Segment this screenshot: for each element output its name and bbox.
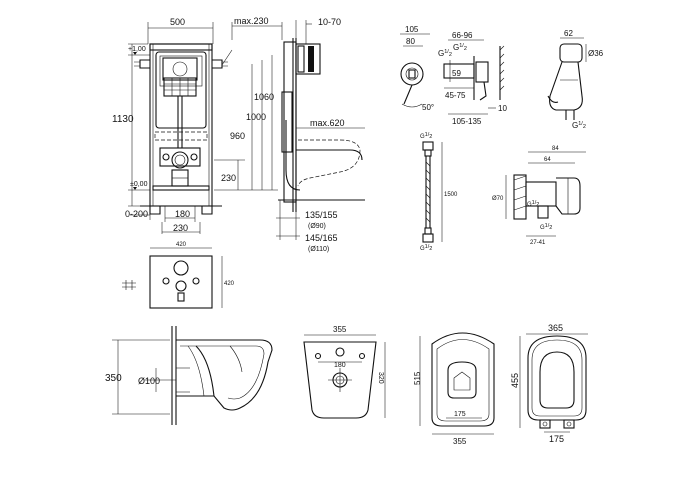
pipe-145-165-label: 145/165 bbox=[305, 233, 338, 243]
bowl-top-length-label: 515 bbox=[413, 371, 422, 385]
depth-10-70-label: 10-70 bbox=[318, 17, 341, 27]
spray-drawing: 62 Ø36 G1/2 bbox=[547, 29, 604, 130]
zero-level-label: ±0,00 bbox=[130, 181, 148, 188]
plus-one-label: +1,00 bbox=[128, 46, 146, 53]
width-230-label: 230 bbox=[173, 223, 188, 233]
mixer-angle-label: 50° bbox=[422, 103, 434, 112]
seat-drawing: 365 175 455 bbox=[510, 323, 588, 444]
mixer-g-a-label: G1/2 bbox=[438, 49, 452, 58]
holder-27-41-label: 27-41 bbox=[530, 240, 546, 246]
frame-width-label: 500 bbox=[170, 17, 185, 27]
bowl-top-hole-label: 175 bbox=[454, 411, 466, 418]
wall-plate-drawing: 420 420 bbox=[122, 242, 235, 309]
bowl-side-drawing: 350 Ø100 bbox=[105, 326, 273, 425]
height-1000-label: 1000 bbox=[246, 112, 266, 122]
spray-d36-label: Ø36 bbox=[588, 49, 604, 58]
holder-64-label: 64 bbox=[544, 157, 551, 163]
holder-g-bot-label: G1/2 bbox=[540, 223, 552, 231]
hose-g-top-label: G1/2 bbox=[420, 132, 432, 140]
hose-g-bottom-label: G1/2 bbox=[420, 244, 432, 252]
foot-range-label: 0-200 bbox=[125, 209, 148, 219]
mixer-drawing: 105 80 66-96 G1/2 G1/2 50° 59 45-75 10 1… bbox=[400, 25, 507, 126]
hose-drawing: G1/2 G1/2 1500 bbox=[420, 132, 458, 252]
bowl-top-width-label: 355 bbox=[453, 437, 467, 446]
mixer-45-75-label: 45-75 bbox=[445, 91, 466, 100]
bowl-back-center-label: 180 bbox=[334, 362, 346, 369]
mixer-59-label: 59 bbox=[452, 69, 461, 78]
width-180-label: 180 bbox=[175, 209, 190, 219]
plate-height-label: 420 bbox=[224, 281, 235, 287]
hose-length-label: 1500 bbox=[444, 192, 458, 198]
pipe-135-155-label: 135/155 bbox=[305, 210, 338, 220]
height-1130-label: 1130 bbox=[112, 114, 134, 125]
height-230-label: 230 bbox=[221, 173, 236, 183]
holder-84-label: 84 bbox=[552, 146, 559, 152]
mixer-105-label: 105 bbox=[405, 25, 419, 34]
mixer-g-b-label: G1/2 bbox=[453, 43, 467, 52]
mixer-66-96-label: 66-96 bbox=[452, 31, 473, 40]
holder-d70-label: Ø70 bbox=[492, 196, 504, 202]
max-230-label: max.230 bbox=[234, 16, 269, 26]
pipe-d110-label: (Ø110) bbox=[308, 246, 329, 253]
seat-width-label: 365 bbox=[548, 323, 563, 333]
pipe-d90-label: (Ø90) bbox=[308, 223, 326, 230]
spray-g-label: G1/2 bbox=[572, 121, 586, 130]
holder-g-mid-label: G1/2 bbox=[527, 200, 539, 208]
height-1060-label: 1060 bbox=[254, 92, 274, 102]
bowl-back-height-label: 320 bbox=[377, 372, 384, 384]
seat-length-label: 455 bbox=[510, 373, 520, 388]
bowl-top-drawing: 515 175 355 bbox=[413, 332, 495, 446]
seat-hinge-label: 175 bbox=[549, 434, 564, 444]
height-960-label: 960 bbox=[230, 131, 245, 141]
plate-width-label: 420 bbox=[176, 242, 187, 248]
spray-62-label: 62 bbox=[564, 29, 573, 38]
holder-drawing: 84 64 Ø70 G1/2 G1/2 27-41 bbox=[492, 146, 586, 246]
mixer-80-label: 80 bbox=[406, 37, 415, 46]
mixer-10-label: 10 bbox=[498, 104, 507, 113]
bowl-height-label: 350 bbox=[105, 373, 122, 384]
bowl-pipe-label: Ø100 bbox=[138, 376, 160, 386]
frame-front-view: 500 bbox=[112, 17, 228, 234]
bowl-back-drawing: 355 180 320 bbox=[303, 325, 386, 419]
frame-side-view: max.230 1060 1000 960 230 10-70 max.62 bbox=[214, 16, 365, 253]
bowl-back-width-label: 355 bbox=[333, 325, 347, 334]
max-620-label: max.620 bbox=[310, 118, 345, 128]
mixer-105-135-label: 105-135 bbox=[452, 117, 482, 126]
